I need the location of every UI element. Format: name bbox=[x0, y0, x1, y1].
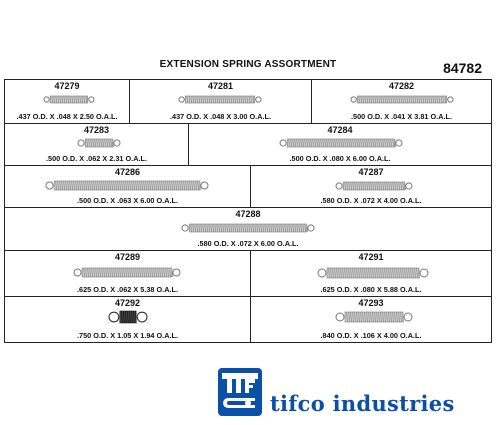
part-number: 47288 bbox=[235, 209, 261, 219]
spring-grid: 47279 .437 O.D. X .048 X 2.50 O.A.L. 472… bbox=[4, 79, 492, 343]
part-number: 47284 bbox=[327, 125, 353, 135]
spring-cell-47283: 47283 .500 O.D. X .062 X 2.31 O.A.L. bbox=[5, 124, 189, 166]
part-number: 47293 bbox=[358, 298, 384, 308]
spring-cell-47288: 47288 .580 O.D. X .072 X 6.00 O.A.L. bbox=[5, 208, 491, 251]
spring-spec: .500 O.D. X .062 X 2.31 O.A.L. bbox=[46, 154, 147, 163]
spring-cell-47293: 47293 .840 O.D. X .106 X 4.00 O.A.L. bbox=[251, 297, 491, 342]
part-number: 47292 bbox=[114, 298, 141, 308]
part-number: 47287 bbox=[358, 167, 384, 177]
extension-spring-icon bbox=[178, 95, 262, 104]
spring-cell-47292: 47292 .750 O.D. X 1.05 X 1.94 O.A.L. bbox=[5, 297, 251, 342]
spring-spec: .625 O.D. X .080 X 5.88 O.A.L. bbox=[320, 285, 422, 294]
assortment-code: 84782 bbox=[443, 60, 482, 76]
part-number: 47289 bbox=[114, 252, 141, 262]
spring-spec: .500 O.D. X .041 X 3.81 O.A.L. bbox=[351, 112, 452, 121]
part-number: 47279 bbox=[54, 81, 80, 91]
extension-spring-icon bbox=[279, 138, 403, 148]
spring-spec: .437 O.D. X .048 X 2.50 O.A.L. bbox=[16, 112, 118, 121]
extension-spring-icon bbox=[335, 311, 413, 323]
extension-spring-icon bbox=[77, 138, 121, 148]
spring-spec: .580 O.D. X .072 X 4.00 O.A.L. bbox=[320, 196, 422, 205]
brand-name: tifco industries bbox=[270, 391, 455, 416]
extension-spring-icon bbox=[350, 95, 454, 104]
spring-spec: .625 O.D. X .062 X 5.38 O.A.L. bbox=[77, 285, 178, 294]
spring-cell-47282: 47282 .500 O.D. X .041 X 3.81 O.A.L. bbox=[312, 80, 491, 124]
spring-spec: .580 O.D. X .072 X 6.00 O.A.L. bbox=[197, 239, 299, 248]
spring-spec: .437 O.D. X .048 X 3.00 O.A.L. bbox=[170, 112, 271, 121]
part-number: 47286 bbox=[114, 167, 141, 177]
spring-cell-47287: 47287 .580 O.D. X .072 X 4.00 O.A.L. bbox=[251, 166, 491, 208]
part-number: 47282 bbox=[388, 81, 415, 91]
spring-cell-47279: 47279 .437 O.D. X .048 X 2.50 O.A.L. bbox=[5, 80, 130, 124]
spring-cell-47281: 47281 .437 O.D. X .048 X 3.00 O.A.L. bbox=[130, 80, 312, 124]
extension-spring-icon bbox=[317, 267, 429, 279]
extension-spring-icon bbox=[45, 180, 209, 191]
tifco-logo-icon bbox=[218, 368, 262, 416]
spring-spec: .750 O.D. X 1.05 X 1.94 O.A.L. bbox=[77, 331, 178, 340]
extension-spring-icon bbox=[73, 267, 181, 278]
spring-cell-47284: 47284 .500 O.D. X .080 X 6.00 O.A.L. bbox=[189, 124, 491, 166]
spring-cell-47286: 47286 .500 O.D. X .063 X 6.00 O.A.L. bbox=[5, 166, 251, 208]
extension-spring-icon bbox=[108, 310, 148, 324]
spring-cell-47291: 47291 .625 O.D. X .080 X 5.88 O.A.L. bbox=[251, 251, 491, 297]
page-title: EXTENSION SPRING ASSORTMENT bbox=[159, 59, 337, 70]
extension-spring-icon bbox=[181, 223, 315, 233]
spring-spec: .500 O.D. X .063 X 6.00 O.A.L. bbox=[77, 196, 178, 205]
extension-spring-icon bbox=[335, 181, 413, 191]
spring-cell-47289: 47289 .625 O.D. X .062 X 5.38 O.A.L. bbox=[5, 251, 251, 297]
spring-spec: .840 O.D. X .106 X 4.00 O.A.L. bbox=[320, 331, 422, 340]
part-number: 47281 bbox=[207, 81, 234, 91]
extension-spring-icon bbox=[43, 95, 95, 104]
part-number: 47291 bbox=[358, 252, 384, 262]
spring-spec: .500 O.D. X .080 X 6.00 O.A.L. bbox=[289, 154, 391, 163]
part-number: 47283 bbox=[83, 125, 110, 135]
